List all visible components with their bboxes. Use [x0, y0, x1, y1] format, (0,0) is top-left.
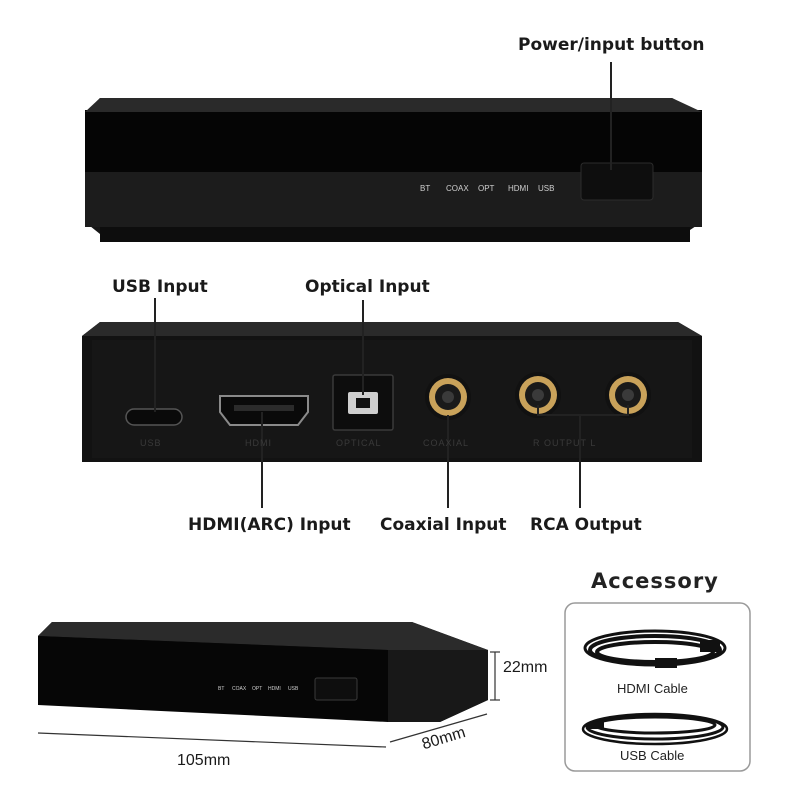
coaxial-connector — [425, 374, 471, 420]
rear-label-optical: OPTICAL — [336, 438, 382, 448]
hdmi-cable-image — [583, 629, 727, 668]
rca-right-connector — [515, 372, 561, 418]
coaxial-input-callout: Coaxial Input — [380, 515, 507, 535]
dimension-lines — [37, 651, 500, 748]
rca-output-callout: RCA Output — [530, 515, 642, 535]
rear-label-hdmi: HDMI — [245, 438, 272, 448]
indicator-bt: BT — [420, 184, 431, 193]
accessory-usb-cable-label: USB Cable — [620, 748, 685, 763]
mini-indicator-opt: OPT — [252, 686, 263, 692]
optical-input-callout: Optical Input — [305, 277, 430, 297]
usb-cable-image — [581, 712, 729, 746]
indicator-hdmi: HDMI — [508, 184, 529, 193]
device-front-view — [85, 98, 702, 242]
accessory-title: Accessory — [591, 569, 719, 593]
hdmi-arc-input-callout: HDMI(ARC) Input — [188, 515, 351, 535]
indicator-coax: COAX — [446, 184, 469, 193]
rear-leader-lines — [154, 298, 629, 508]
rear-label-coaxial: COAXIAL — [423, 438, 470, 448]
accessory-hdmi-cable-label: HDMI Cable — [617, 681, 688, 696]
indicator-opt: OPT — [478, 184, 495, 193]
power-input-button-callout: Power/input button — [518, 35, 705, 55]
rear-label-output: R OUTPUT L — [533, 438, 597, 448]
usb-input-callout: USB Input — [112, 277, 208, 297]
power-input-button[interactable] — [580, 162, 654, 201]
indicator-usb: USB — [538, 184, 555, 193]
mini-indicator-usb: USB — [288, 686, 299, 692]
mini-indicator-coax: COAX — [232, 686, 247, 692]
rear-label-usb: USB — [140, 438, 162, 448]
device-dimension-view — [38, 622, 488, 722]
mini-indicator-hdmi: HDMI — [268, 686, 281, 692]
dimension-height: 22mm — [503, 659, 548, 676]
mini-indicator-bt: BT — [218, 686, 225, 692]
rca-left-connector — [605, 372, 651, 418]
dimension-width: 105mm — [177, 752, 231, 769]
device-rear-view — [82, 322, 702, 462]
